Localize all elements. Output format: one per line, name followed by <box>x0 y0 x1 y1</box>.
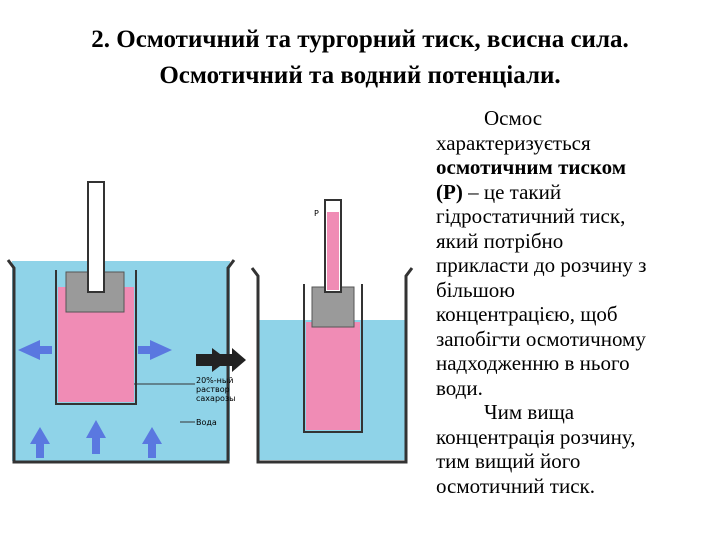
solution-label-1: 20%-ный <box>196 376 233 385</box>
right-beaker: P <box>250 199 414 464</box>
title-line-2: Осмотичний та водний потенціали. <box>159 62 561 89</box>
term-osmotic-pressure: осмотичним тиском <box>436 155 627 179</box>
title-line-1: 2. Осмотичний та тургорний тиск, всисна … <box>91 26 629 53</box>
body-text: Осмос характеризується осмотичним тиском… <box>436 106 718 498</box>
right-membrane-stopper <box>311 286 355 328</box>
slide-title: 2. Осмотичний та тургорний тиск, всисна … <box>0 22 720 94</box>
p1-line-7: прикласти до розчину з <box>436 253 647 277</box>
water-label: Вода <box>196 418 217 427</box>
right-tube-solution <box>306 322 360 430</box>
p2-line-4: осмотичний тиск. <box>436 473 595 498</box>
paragraph-2: Чим вища концентрація розчину, тим вищий… <box>436 400 718 498</box>
p1-line-9: концентрацією, щоб <box>436 302 618 326</box>
p1-line-8: більшою <box>436 277 515 302</box>
right-capillary-solution <box>327 212 339 290</box>
arrow-right-in <box>18 340 52 360</box>
solution-label-2: раствор <box>196 385 230 394</box>
p-marker-label: P <box>314 209 319 218</box>
right-beaker-outline <box>250 267 414 464</box>
p1-line-6: який потрібно <box>436 228 564 253</box>
right-tube-outline <box>303 284 363 433</box>
direction-arrow <box>196 348 246 372</box>
p1-line-5: гідростатичний тиск, <box>436 204 626 228</box>
left-arrows <box>18 340 172 458</box>
p1-line-12: води. <box>436 375 483 400</box>
left-beaker <box>6 181 236 464</box>
p2-line-1: Чим вища <box>484 400 575 424</box>
p1-line-4-rest: – це такий <box>462 179 562 204</box>
term-p-symbol: (Р) <box>436 179 463 204</box>
p2-line-2: концентрація розчину, <box>436 424 636 449</box>
arrow-up-right <box>142 427 162 458</box>
p1-line-1: Осмос <box>484 106 543 130</box>
paragraph-1: Осмос характеризується осмотичним тиском… <box>436 106 718 400</box>
left-capillary <box>87 181 105 293</box>
solution-label-3: сахарозы <box>196 394 235 403</box>
arrow-up-left <box>30 427 50 458</box>
arrow-up-in <box>86 420 106 454</box>
p2-line-3: тим вищий його <box>436 449 581 473</box>
arrow-left-in <box>138 340 172 360</box>
p1-line-2: характеризується <box>436 130 591 155</box>
left-beaker-outline <box>6 259 236 464</box>
p1-line-10: запобігти осмотичному <box>436 326 646 351</box>
p1-line-11: надходженню в нього <box>436 351 630 375</box>
osmosis-figure: 20%-ный раствор сахарозы Вода P <box>6 181 414 464</box>
left-tube-outline <box>55 270 137 405</box>
